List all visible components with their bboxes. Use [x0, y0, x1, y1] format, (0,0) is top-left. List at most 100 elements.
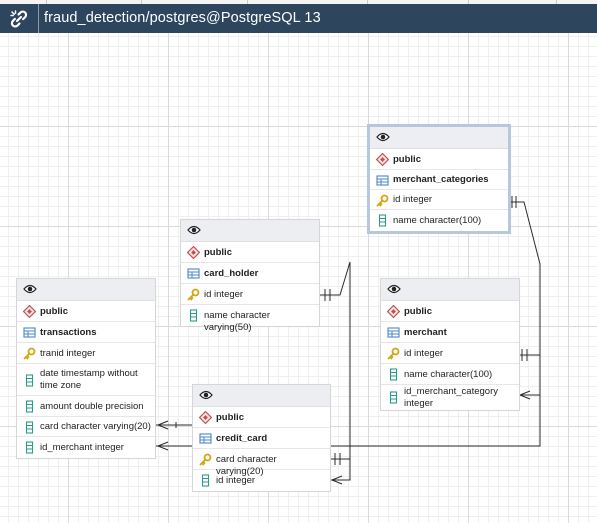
table-icon [187, 267, 200, 280]
table-name[interactable]: transactions [17, 322, 155, 343]
erd-link-icon[interactable] [8, 8, 30, 30]
column-row-text: date timestamp without time zone [40, 368, 138, 391]
primary-key-icon [199, 453, 212, 466]
schema-label[interactable]: public [370, 149, 508, 170]
column-row[interactable]: id_merchant integer [17, 437, 155, 458]
table-header[interactable] [381, 279, 519, 301]
column-icon [23, 421, 36, 434]
table-name[interactable]: merchant [381, 322, 519, 343]
schema-icon [22, 304, 37, 319]
table-icon [387, 326, 400, 339]
column-row-text: id integer [404, 348, 444, 359]
one-marker-merchant [521, 349, 528, 361]
column-row-text: id integer [204, 289, 244, 300]
column-icon [376, 214, 389, 227]
table-header[interactable] [17, 279, 155, 301]
top-tab-strip [0, 0, 597, 4]
column-row-text: tranid integer [40, 348, 96, 359]
column-row-text: id integer [216, 475, 256, 486]
column-row[interactable]: id integer [381, 343, 519, 364]
primary-key-icon [23, 347, 36, 360]
link-credit-card-holder [317, 261, 351, 481]
schema-label[interactable]: public [181, 242, 319, 263]
eye-icon[interactable] [376, 131, 390, 143]
column-row[interactable]: id integer [193, 470, 330, 491]
table-name-text: credit_card [216, 433, 268, 444]
column-row-text: name character varying(50) [204, 310, 271, 333]
table-node-merchant[interactable]: public merchant id integer name character(1… [380, 278, 520, 411]
schema-icon [375, 152, 390, 167]
primary-key-icon [387, 347, 400, 360]
column-icon [387, 391, 400, 404]
schema-icon [186, 245, 201, 260]
table-name[interactable]: merchant_categories [370, 170, 508, 190]
column-row-text: card character varying(20) [216, 454, 277, 477]
column-row-text: id_merchant_category integer [404, 386, 498, 409]
column-row-text: name character(100) [393, 215, 482, 226]
title-bar: fraud_detection/postgres@PostgreSQL 13 [0, 4, 597, 33]
link-transactions-merchant [153, 354, 541, 447]
table-name[interactable]: card_holder [181, 263, 319, 284]
column-row[interactable]: date timestamp without time zone [17, 364, 155, 396]
column-icon [199, 474, 212, 487]
column-row-text: amount double precision [40, 401, 144, 412]
one-marker-card-holder [324, 289, 331, 301]
column-icon [23, 400, 36, 413]
one-marker-credit-card [334, 453, 341, 465]
column-icon [23, 374, 36, 387]
schema-label-text: public [204, 247, 232, 258]
title-separator [38, 4, 39, 33]
link-merchant-category [504, 201, 541, 396]
column-icon [187, 309, 200, 322]
column-row[interactable]: amount double precision [17, 396, 155, 417]
schema-label-text: public [393, 154, 421, 165]
table-header[interactable] [181, 220, 319, 242]
column-icon [23, 441, 36, 454]
eye-icon[interactable] [23, 283, 37, 295]
column-row-text: name character(100) [404, 369, 493, 380]
column-row[interactable]: tranid integer [17, 343, 155, 364]
eye-icon[interactable] [187, 224, 201, 236]
schema-icon [386, 304, 401, 319]
column-icon [387, 368, 400, 381]
primary-key-icon [187, 288, 200, 301]
column-row[interactable]: name character varying(50) [181, 305, 319, 333]
column-row[interactable]: name character(100) [370, 210, 508, 231]
table-icon [23, 326, 36, 339]
column-row-text: id integer [393, 194, 433, 205]
column-row-text: card character varying(20) [40, 421, 151, 432]
schema-label[interactable]: public [381, 301, 519, 322]
column-row[interactable]: id integer [181, 284, 319, 305]
table-header[interactable] [370, 127, 508, 149]
window-title: fraud_detection/postgres@PostgreSQL 13 [44, 10, 321, 26]
table-header[interactable] [193, 385, 330, 407]
table-name-text: transactions [40, 327, 97, 338]
primary-key-icon [376, 194, 389, 207]
column-row[interactable]: card character varying(20) [193, 449, 330, 477]
table-node-transactions[interactable]: public transactions tranid integer date tim… [16, 278, 156, 459]
column-row[interactable]: card character varying(20) [17, 417, 155, 437]
schema-label[interactable]: public [17, 301, 155, 322]
table-name-text: merchant_categories [393, 174, 489, 185]
column-row-text: id_merchant integer [40, 442, 124, 453]
table-name[interactable]: credit_card [193, 428, 330, 449]
column-row[interactable]: name character(100) [381, 364, 519, 385]
schema-label-text: public [216, 412, 244, 423]
schema-label-text: public [404, 306, 432, 317]
column-row[interactable]: id integer [370, 190, 508, 210]
column-row[interactable]: id_merchant_category integer [381, 385, 519, 410]
table-name-text: card_holder [204, 268, 259, 279]
schema-label[interactable]: public [193, 407, 330, 428]
eye-icon[interactable] [387, 283, 401, 295]
schema-icon [198, 410, 213, 425]
relationship-links [153, 196, 541, 485]
eye-icon[interactable] [199, 389, 213, 401]
one-marker-merchant-categories [511, 196, 517, 208]
table-icon [199, 432, 212, 445]
table-icon [376, 174, 389, 187]
table-name-text: merchant [404, 327, 447, 338]
schema-label-text: public [40, 306, 68, 317]
